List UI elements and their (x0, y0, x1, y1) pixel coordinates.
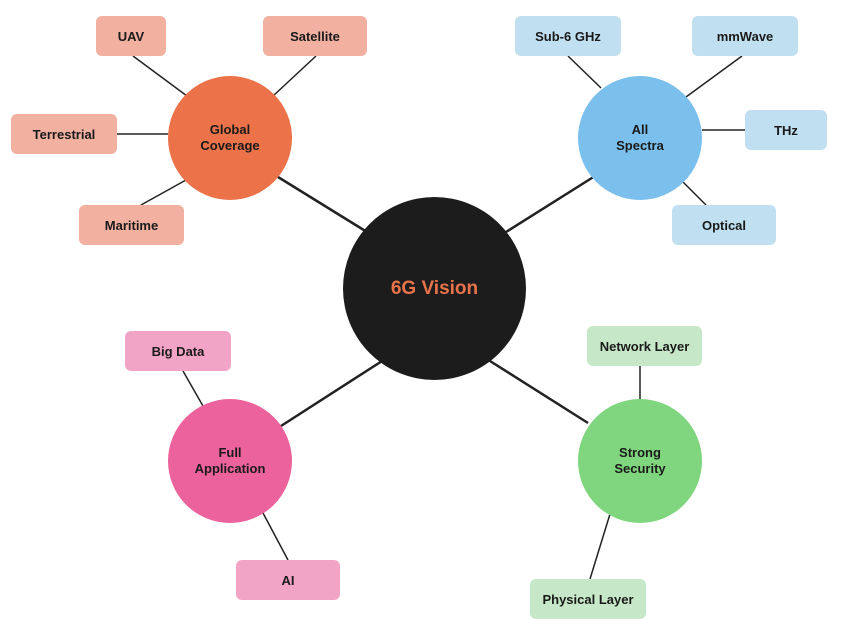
link-global-uav (132, 55, 188, 97)
branch-label-line: Security (614, 461, 666, 476)
branch-label-line: Spectra (616, 138, 664, 153)
link-spectra-mmwave (685, 55, 743, 98)
link-application-bigdata (182, 370, 204, 407)
leaf-big-data: Big Data (125, 331, 231, 371)
branch-all-spectra: All Spectra (578, 76, 702, 200)
link-center-spectra (505, 174, 596, 234)
link-global-maritime (140, 179, 187, 206)
leaf-physical-layer: Physical Layer (530, 579, 646, 619)
branch-label-line: Global (209, 122, 251, 137)
link-center-global (277, 175, 368, 234)
leaf-uav: UAV (96, 16, 166, 56)
branch-global-coverage: Global Coverage (168, 76, 292, 200)
link-center-security (489, 359, 589, 425)
leaf-mmwave: mmWave (692, 16, 798, 56)
link-center-application (280, 359, 383, 428)
leaf-network-layer: Network Layer (587, 326, 702, 366)
link-spectra-optical (682, 181, 707, 206)
branch-full-application: Full Application (168, 399, 292, 523)
leaf-sub-6-ghz: Sub-6 GHz (515, 16, 621, 56)
center-node: 6G Vision (343, 197, 526, 380)
leaf-terrestrial: Terrestrial (11, 114, 117, 154)
branch-label-line: Strong (619, 445, 661, 460)
branch-label-line: All (631, 122, 649, 137)
leaf-thz: THz (745, 110, 827, 150)
link-global-satellite (272, 55, 317, 97)
leaf-ai: AI (236, 560, 340, 600)
branch-label-line: Full (218, 445, 242, 460)
leaf-satellite: Satellite (263, 16, 367, 56)
link-spectra-sub6 (567, 55, 602, 89)
link-application-ai (262, 512, 289, 561)
branch-label-line: Coverage (200, 138, 260, 153)
leaf-maritime: Maritime (79, 205, 184, 245)
center-label: 6G Vision (390, 277, 479, 299)
link-security-physical (589, 513, 611, 580)
branch-strong-security: Strong Security (578, 399, 702, 523)
branch-label-line: Application (194, 461, 266, 476)
leaf-optical: Optical (672, 205, 776, 245)
